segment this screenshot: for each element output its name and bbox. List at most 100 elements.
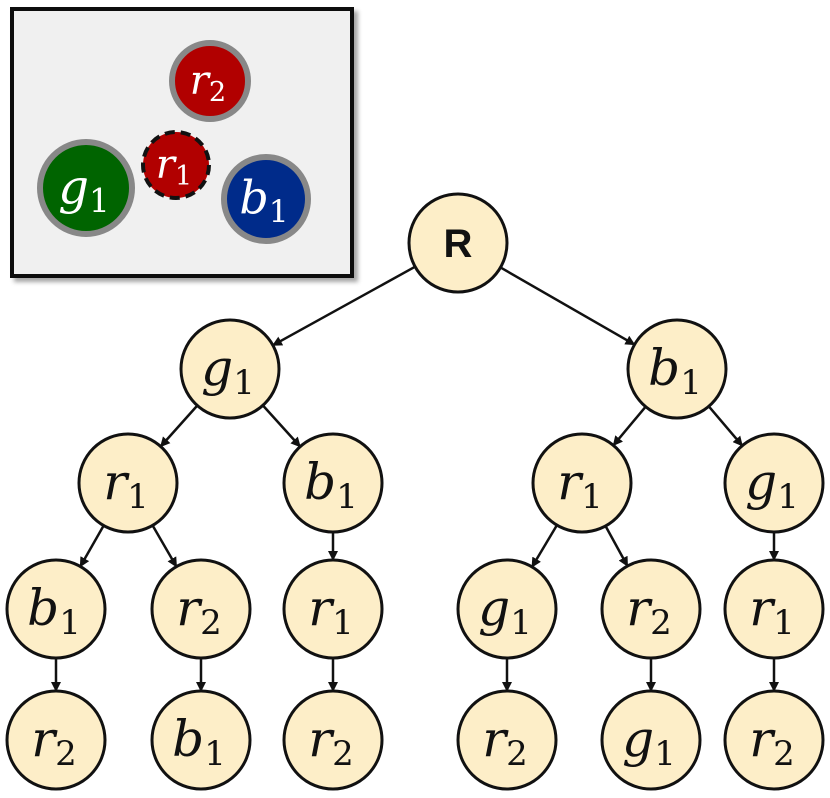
tree-edges xyxy=(51,265,779,692)
tree-node-label: r2 xyxy=(308,710,354,774)
tree-node-subscript: 1 xyxy=(777,477,799,517)
scene-ball-subscript: 1 xyxy=(269,194,289,230)
tree-node-letter: r xyxy=(749,579,776,637)
tree-node-letter: r xyxy=(482,710,509,768)
scene-ball-circle xyxy=(221,154,311,244)
tree-node-letter: b xyxy=(27,579,59,637)
scene-ball-circle xyxy=(169,40,251,122)
tree-node-letter: r xyxy=(308,579,335,637)
tree-node-letter: r xyxy=(176,579,203,637)
tree-node-L3b: r2 xyxy=(150,558,252,660)
tree-node-label: r2 xyxy=(749,710,795,774)
tree-node-subscript: 1 xyxy=(654,734,676,774)
tree-node-L1a: g1 xyxy=(179,318,281,420)
tree-node-label: r1 xyxy=(749,579,795,643)
scene-ball-label: r1 xyxy=(156,142,192,192)
tree-node-letter: g xyxy=(201,339,233,397)
tree-node-L4c: r2 xyxy=(282,689,384,791)
tree-node-circle xyxy=(5,689,107,791)
scene-ball-letter: g xyxy=(58,159,89,215)
tree-node-subscript: 1 xyxy=(581,477,603,517)
scene-ball-letter: r xyxy=(190,58,212,104)
tree-node-subscript: 2 xyxy=(773,734,795,774)
tree-node-label: r1 xyxy=(557,453,603,517)
tree-node-L4b: b1 xyxy=(150,689,252,791)
tree-node-subscript: 1 xyxy=(336,477,358,517)
tree-node-label: r2 xyxy=(176,579,222,643)
tree-node-label: r1 xyxy=(103,453,149,517)
tree-node-circle xyxy=(282,689,384,791)
tree-node-subscript: 1 xyxy=(332,603,354,643)
tree-node-subscript: 2 xyxy=(55,734,77,774)
tree-node-label: g1 xyxy=(745,453,799,517)
scene-ball-label: g1 xyxy=(58,159,110,220)
tree-node-subscript: 2 xyxy=(506,734,528,774)
scene-ball-circle xyxy=(141,130,211,200)
scene-ball-subscript: 1 xyxy=(89,182,110,220)
tree-edge-L2c-L3e xyxy=(604,525,629,567)
tree-node-circle xyxy=(5,558,107,660)
tree-node-label: r1 xyxy=(308,579,354,643)
scene-ball-circle xyxy=(37,139,135,237)
tree-node-circle xyxy=(282,558,384,660)
tree-node-letter: r xyxy=(103,453,130,511)
tree-node-letter: g xyxy=(745,453,777,511)
tree-node-L4f: r2 xyxy=(723,689,825,791)
tree-node-L3c: r1 xyxy=(282,558,384,660)
tree-node-label: g1 xyxy=(622,710,676,774)
tree-node-label: b1 xyxy=(172,710,226,774)
tree-node-subscript: 2 xyxy=(200,603,222,643)
tree-node-label: r2 xyxy=(482,710,528,774)
tree-node-circle xyxy=(600,689,702,791)
tree-node-label: b1 xyxy=(27,579,81,643)
tree-node-subscript: 1 xyxy=(127,477,149,517)
tree-node-label: r2 xyxy=(31,710,77,774)
tree-node-root: R xyxy=(407,192,509,294)
tree-node-subscript: 1 xyxy=(59,603,81,643)
tree-node-letter: g xyxy=(478,579,510,637)
tree-node-circle xyxy=(600,558,702,660)
tree-node-subscript: 2 xyxy=(650,603,672,643)
tree-node-circle xyxy=(723,432,825,534)
tree-node-L3a: b1 xyxy=(5,558,107,660)
scene-ball-g1: g1 xyxy=(37,139,135,237)
scene-ball-label: r2 xyxy=(190,58,226,108)
scene-ball-r1: r1 xyxy=(141,130,211,200)
tree-node-circle xyxy=(456,689,558,791)
tree-node-L2b: b1 xyxy=(282,432,384,534)
tree-node-circle xyxy=(150,558,252,660)
tree-node-circle xyxy=(179,318,281,420)
tree-node-L4d: r2 xyxy=(456,689,558,791)
tree-node-circle xyxy=(626,318,728,420)
tree-node-circle xyxy=(723,689,825,791)
tree-edge-L2a-L3a xyxy=(79,524,105,568)
tree-node-L4e: g1 xyxy=(600,689,702,791)
tree-node-letter: b xyxy=(304,453,336,511)
tree-edge-root-L1a xyxy=(272,265,416,346)
scene-ball-letter: b xyxy=(239,171,268,225)
tree-node-subscript: 1 xyxy=(773,603,795,643)
tree-node-L1b: b1 xyxy=(626,318,728,420)
tree-node-letter: r xyxy=(31,710,58,768)
tree-edge-L1a-L2a xyxy=(160,404,199,448)
scene-ball-b1: b1 xyxy=(221,154,311,244)
tree-node-L4a: r2 xyxy=(5,689,107,791)
tree-node-letter: b xyxy=(172,710,204,768)
tree-node-label: r2 xyxy=(626,579,672,643)
tree-node-subscript: 1 xyxy=(233,363,255,403)
tree-edge-L2a-L3b xyxy=(151,524,178,568)
scene-ball-r2: r2 xyxy=(169,40,251,122)
tree-node-L3d: g1 xyxy=(456,558,558,660)
tree-node-label: g1 xyxy=(201,339,255,403)
tree-node-circle xyxy=(77,432,179,534)
tree-node-L2c: r1 xyxy=(531,432,633,534)
tree-edge-L1b-L2c xyxy=(612,405,647,447)
tree-edge-L2c-L3d xyxy=(531,524,559,568)
tree-edge-root-L1b xyxy=(499,266,636,346)
tree-node-letter: r xyxy=(557,453,584,511)
tree-node-label: b1 xyxy=(304,453,358,517)
scene-ball-letter: r xyxy=(156,142,178,188)
